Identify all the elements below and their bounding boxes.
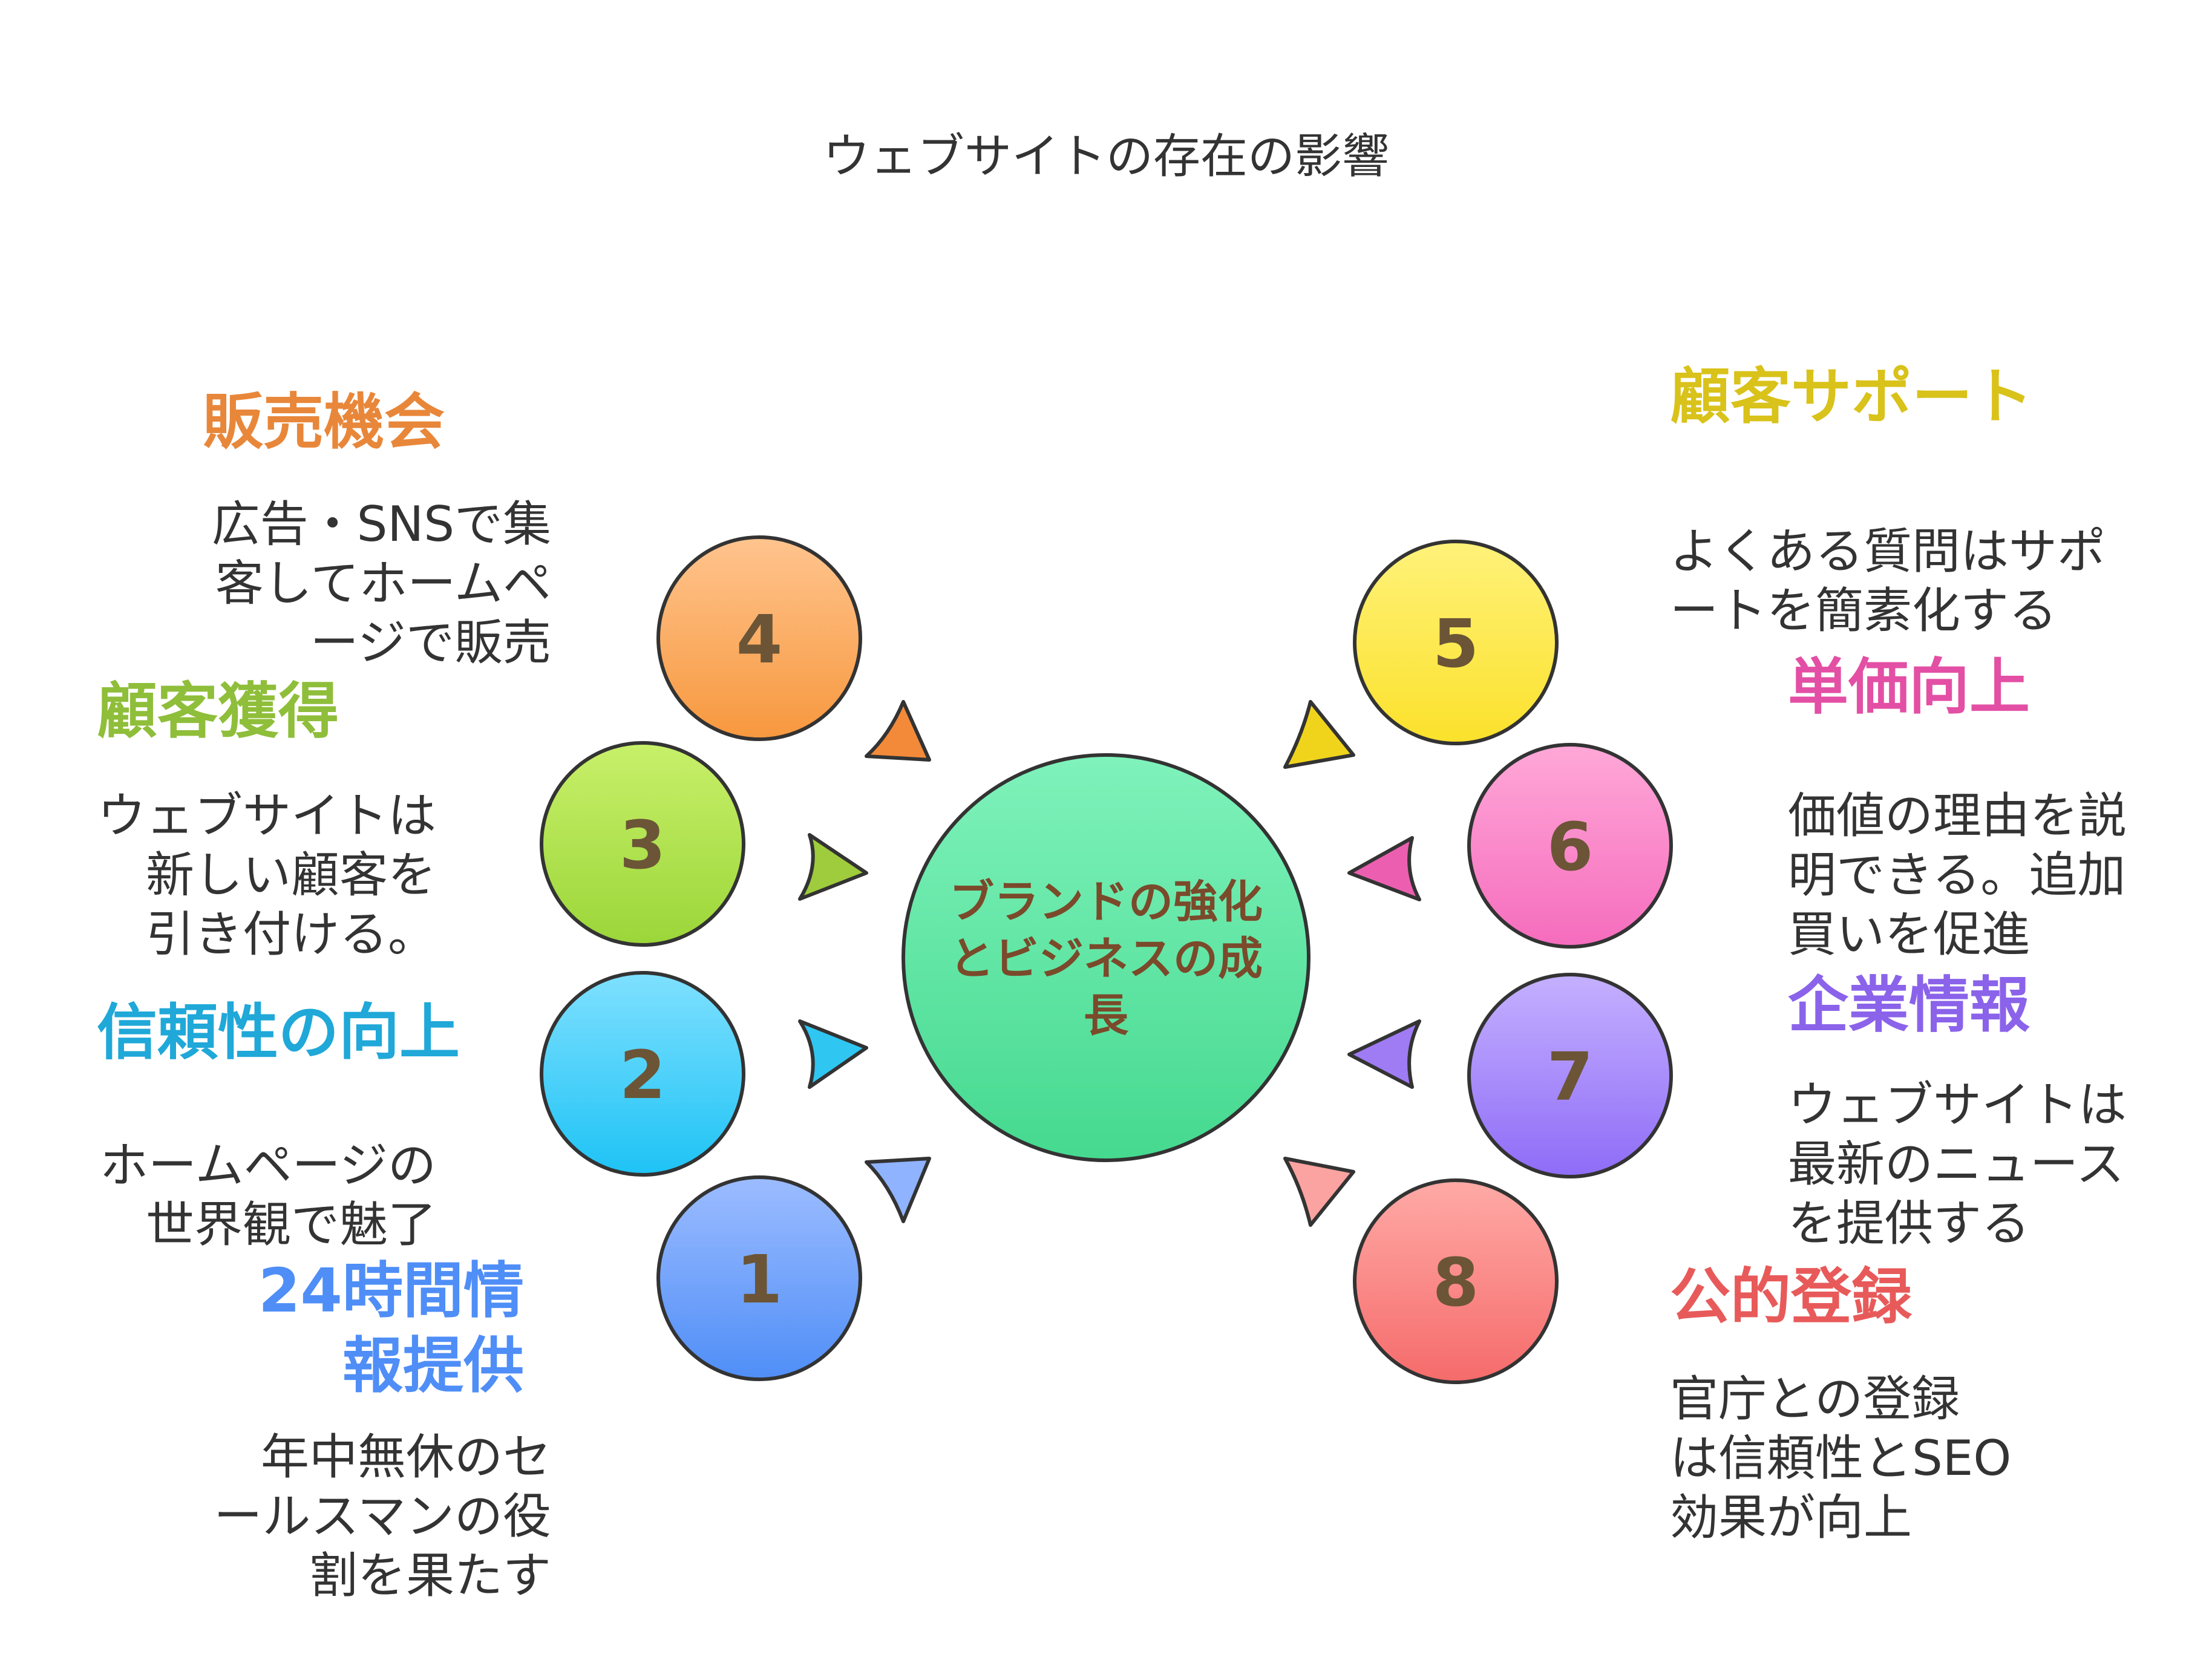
number-7: 7: [1547, 1038, 1594, 1116]
heading-3: 顧客獲得: [97, 676, 339, 747]
circle-8: [1353, 1178, 1559, 1384]
number-2: 2: [620, 1036, 666, 1114]
desc-8: 官庁との登録 は信頼性とSEO 効果が向上: [1670, 1371, 2012, 1546]
arrow-1: [865, 1157, 931, 1223]
arrow-7: [1347, 1019, 1421, 1089]
heading-5: 顧客サポート: [1670, 361, 2033, 432]
center-text-line-2: とビジネスの成: [949, 933, 1263, 985]
desc-5: よくある質問はサポ ートを簡素化する: [1670, 523, 2106, 639]
heading-2: 信頼性の向上: [97, 997, 460, 1068]
arrow-5: [1283, 700, 1355, 769]
number-8: 8: [1433, 1244, 1479, 1321]
center-text-line-1: ブランドの強化: [949, 876, 1263, 928]
circle-2: [540, 971, 745, 1177]
number-3: 3: [620, 806, 666, 884]
diagram-title: ウェブサイトの存在の影響: [822, 129, 1389, 184]
arrow-3: [798, 833, 868, 901]
desc-3: ウェブサイトは 新しい顧客を 引き付ける。: [97, 788, 436, 962]
number-6: 6: [1547, 808, 1594, 886]
center-text-line-3: 長: [1084, 990, 1129, 1042]
desc-2: ホームページの 世界観で魅了: [100, 1137, 436, 1253]
number-1: 1: [736, 1241, 783, 1318]
desc-7: ウェブサイトは 最新のニュース を提供する: [1788, 1077, 2127, 1252]
heading-6: 単価向上: [1788, 652, 2030, 722]
number-4: 4: [736, 601, 783, 678]
number-5: 5: [1433, 605, 1479, 682]
circle-1: [656, 1175, 862, 1381]
arrow-2: [798, 1019, 868, 1089]
circle-5: [1353, 540, 1559, 745]
arrow-8: [1283, 1157, 1355, 1227]
desc-4: 広告・SNSで集 客してホームペ ージで販売: [211, 496, 551, 671]
heading-7: 企業情報: [1788, 970, 2030, 1041]
desc-6: 価値の理由を説 明できる。追加 買いを促進: [1788, 788, 2127, 962]
heading-8: 公的登録: [1670, 1261, 1912, 1332]
arrow-4: [865, 700, 931, 762]
circle-4: [656, 535, 862, 741]
circle-6: [1467, 743, 1673, 949]
heading-4: 販売機会: [203, 387, 445, 457]
circle-7: [1467, 973, 1673, 1178]
heading-1: 24時間情 報提供: [258, 1255, 524, 1401]
center-circle: [901, 753, 1311, 1162]
circle-3: [540, 741, 745, 947]
arrow-6: [1347, 836, 1421, 901]
desc-1: 年中無休のセ ールスマンの役 割を果たす: [214, 1429, 551, 1604]
